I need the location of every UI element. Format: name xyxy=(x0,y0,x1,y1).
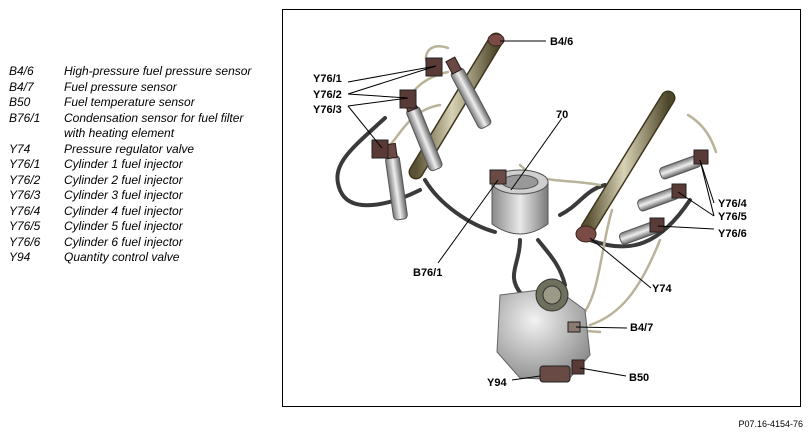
fuel-return-hoses xyxy=(335,116,692,297)
y74-valve-shape xyxy=(575,225,597,243)
legend-desc: Cylinder 2 fuel injector xyxy=(64,172,183,187)
legend-desc: Cylinder 6 fuel injector xyxy=(64,234,183,249)
callout-y76-5: Y76/5 xyxy=(718,211,747,223)
legend-code: Y76/6 xyxy=(9,234,41,249)
legend-row: Y76/4 Cylinder 4 fuel injector xyxy=(9,204,279,220)
b4-6-sensor-shape xyxy=(487,33,505,47)
legend-desc: Cylinder 4 fuel injector xyxy=(64,203,183,218)
fuel-rail-right xyxy=(575,90,676,243)
legend-desc: Cylinder 3 fuel injector xyxy=(64,188,183,202)
legend-desc: Condensation sensor for fuel filter with… xyxy=(64,110,244,141)
fuel-filter xyxy=(489,169,549,235)
legend: B4/6 High-pressure fuel pressure sensor B… xyxy=(9,64,279,266)
legend-row: B50 Fuel temperature sensor xyxy=(9,95,279,111)
b76-1-sensor-shape xyxy=(489,169,507,185)
legend-code: Y76/1 xyxy=(9,157,41,171)
legend-code: B4/6 xyxy=(9,64,34,78)
legend-code: Y76/3 xyxy=(9,188,41,202)
legend-row: Y94 Quantity control valve xyxy=(9,250,279,266)
callout-y76-4: Y76/4 xyxy=(718,198,748,210)
figure-id: P07.16-4154-76 xyxy=(738,419,803,429)
callout-b76-1: B76/1 xyxy=(413,267,442,279)
legend-desc: Cylinder 5 fuel injector xyxy=(64,219,183,233)
legend-code: B50 xyxy=(9,95,31,109)
legend-code: Y74 xyxy=(9,141,31,156)
legend-row: Y76/1 Cylinder 1 fuel injector xyxy=(9,157,279,173)
callout-y76-1: Y76/1 xyxy=(313,73,342,85)
callout-70: 70 xyxy=(556,109,568,121)
callout-y76-3: Y76/3 xyxy=(313,104,342,116)
high-pressure-pump xyxy=(496,278,591,383)
y94-valve-shape xyxy=(539,365,571,383)
legend-row: Y76/5 Cylinder 5 fuel injector xyxy=(9,219,279,235)
legend-desc: Quantity control valve xyxy=(64,250,180,264)
legend-row: B4/6 High-pressure fuel pressure sensor xyxy=(9,64,279,80)
callout-b50: B50 xyxy=(629,372,649,384)
legend-desc: High-pressure fuel pressure sensor xyxy=(64,64,252,78)
callout-b4-6: B4/6 xyxy=(550,36,573,48)
legend-code: Y76/4 xyxy=(9,203,41,218)
legend-row: Y76/2 Cylinder 2 fuel injector xyxy=(9,173,279,189)
legend-code: B76/1 xyxy=(9,110,41,125)
legend-code: B4/7 xyxy=(9,79,34,94)
callout-y76-6: Y76/6 xyxy=(718,228,747,240)
diagram-frame xyxy=(282,9,801,407)
callout-b4-7: B4/7 xyxy=(630,322,653,334)
legend-desc: Cylinder 1 fuel injector xyxy=(64,157,183,171)
legend-row: B4/7 Fuel pressure sensor xyxy=(9,80,279,96)
legend-row: B76/1 Condensation sensor for fuel filter… xyxy=(9,111,279,142)
callout-y76-2: Y76/2 xyxy=(313,89,342,101)
legend-row: Y76/6 Cylinder 6 fuel injector xyxy=(9,235,279,251)
callout-leader-lines xyxy=(347,40,715,381)
callout-y74: Y74 xyxy=(652,283,672,295)
legend-desc: Pressure regulator valve xyxy=(64,141,195,156)
legend-row: Y76/3 Cylinder 3 fuel injector xyxy=(9,188,279,204)
injectors-left xyxy=(371,56,492,221)
b50-sensor-shape xyxy=(571,359,585,375)
callout-y94: Y94 xyxy=(487,377,507,389)
legend-code: Y76/2 xyxy=(9,172,41,187)
legend-code: Y76/5 xyxy=(9,219,41,233)
legend-desc: Fuel temperature sensor xyxy=(64,95,195,109)
legend-code: Y94 xyxy=(9,250,31,264)
legend-desc: Fuel pressure sensor xyxy=(64,79,177,94)
legend-row: Y74 Pressure regulator valve xyxy=(9,142,279,158)
